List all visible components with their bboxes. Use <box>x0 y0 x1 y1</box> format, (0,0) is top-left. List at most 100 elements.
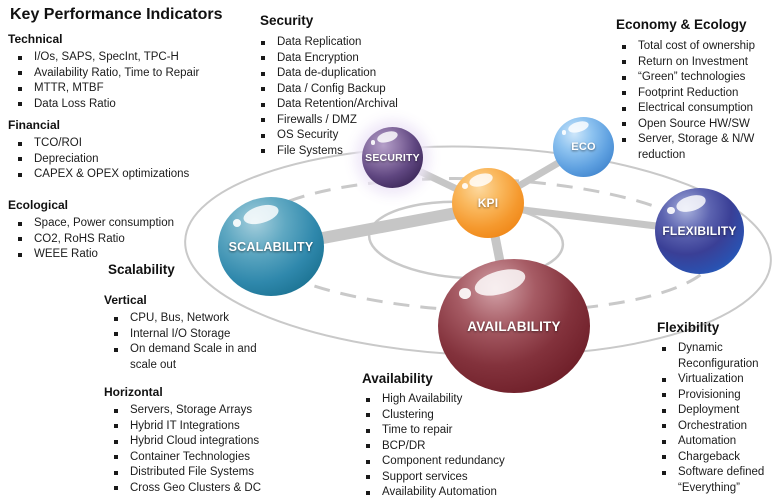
bullet-square-icon <box>261 118 265 122</box>
sphere-highlight-dot <box>462 183 468 189</box>
panel-scalability-vertical: Vertical CPU, Bus, Network Internal I/O … <box>104 293 260 373</box>
list-item: Electrical consumption <box>612 101 780 117</box>
list-item: Dynamic Reconfiguration <box>652 341 782 372</box>
list-item: Footprint Reduction <box>612 86 780 102</box>
sphere-highlight-dot <box>459 288 472 300</box>
bullet-square-icon <box>18 237 22 241</box>
list-item: CAPEX & OPEX optimizations <box>8 167 198 183</box>
list-item: Firewalls / DMZ <box>251 113 421 129</box>
bullet-square-icon <box>114 470 118 475</box>
bullet-square-icon <box>662 408 666 413</box>
bullet-square-icon <box>114 424 118 428</box>
panel-financial-list: TCO/ROI Depreciation CAPEX & OPEX optimi… <box>8 136 198 183</box>
panel-vertical-heading: Vertical <box>104 293 147 307</box>
list-item: Time to repair <box>356 423 526 439</box>
list-item: Data Encryption <box>251 51 421 67</box>
list-item: Automation <box>652 434 782 450</box>
panel-flexibility: Dynamic Reconfiguration Virtualization P… <box>652 341 782 496</box>
sphere-highlight <box>674 191 709 215</box>
panel-economy-heading-wrap: Economy & Ecology <box>616 17 747 38</box>
panel-ecological-heading: Ecological <box>8 198 69 212</box>
panel-security-heading-wrap: Security <box>260 13 313 34</box>
bullet-square-icon <box>18 86 22 91</box>
bullet-square-icon <box>622 75 626 80</box>
sphere-highlight <box>472 264 529 301</box>
bullet-square-icon <box>366 397 370 402</box>
bullet-square-icon <box>366 444 370 448</box>
bullet-square-icon <box>366 413 370 417</box>
security-sphere-label: SECURITY <box>365 151 420 164</box>
list-item: TCO/ROI <box>8 136 198 152</box>
list-item: Availability Ratio, Time to Repair <box>8 66 223 82</box>
list-item: On demand Scale in and scale out <box>104 342 260 373</box>
bullet-square-icon <box>261 133 265 138</box>
eco-sphere-label: ECO <box>571 141 596 153</box>
panel-security: Data Replication Data Encryption Data de… <box>251 35 421 159</box>
list-item: Provisioning <box>652 388 782 404</box>
sphere-highlight-dot <box>667 206 675 214</box>
list-item: OS Security <box>251 128 421 144</box>
bullet-square-icon <box>366 428 370 433</box>
list-item: Orchestration <box>652 419 782 435</box>
list-item: Hybrid IT Integrations <box>104 419 269 435</box>
security-sphere: SECURITY <box>362 127 423 188</box>
bullet-square-icon <box>622 60 626 64</box>
list-item: Space, Power consumption <box>8 216 188 232</box>
list-item: Return on Investment <box>612 55 780 71</box>
bullet-square-icon <box>261 40 265 45</box>
bullet-square-icon <box>622 137 626 142</box>
bullet-square-icon <box>662 439 666 444</box>
panel-technical-heading: Technical <box>8 32 63 46</box>
list-item: Internal I/O Storage <box>104 327 260 343</box>
sphere-highlight <box>241 201 282 228</box>
panel-availability-heading: Availability <box>362 371 433 386</box>
panel-availability-list: High Availability Clustering Time to rep… <box>356 392 526 501</box>
bullet-square-icon <box>662 377 666 382</box>
panel-ecological-list: Space, Power consumption CO2, RoHS Ratio… <box>8 216 188 263</box>
panel-availability: High Availability Clustering Time to rep… <box>356 392 526 501</box>
panel-financial: Financial TCO/ROI Depreciation CAPEX & O… <box>8 118 198 183</box>
list-item: Total cost of ownership <box>612 39 780 55</box>
list-item: MTTR, MTBF <box>8 81 223 97</box>
kpi-sphere-label: KPI <box>477 196 499 210</box>
panel-horizontal-heading: Horizontal <box>104 385 163 399</box>
bullet-square-icon <box>261 56 265 60</box>
panel-flexibility-heading-wrap: Flexibility <box>657 320 719 341</box>
panel-flexibility-heading: Flexibility <box>657 320 720 335</box>
list-item: Chargeback <box>652 450 782 466</box>
bullet-square-icon <box>622 122 626 126</box>
bullet-square-icon <box>18 172 22 177</box>
list-item: Data / Config Backup <box>251 82 421 98</box>
bullet-square-icon <box>662 346 666 351</box>
flexibility-sphere-label: FLEXIBILITY <box>662 224 737 238</box>
list-item: Data Loss Ratio <box>8 97 223 113</box>
list-item: Server, Storage & N/W reduction <box>612 132 780 163</box>
bullet-square-icon <box>622 106 626 111</box>
bullet-square-icon <box>18 157 22 161</box>
list-item: CO2, RoHS Ratio <box>8 232 188 248</box>
bullet-square-icon <box>622 44 626 49</box>
bullet-square-icon <box>261 87 265 91</box>
list-item: High Availability <box>356 392 526 408</box>
sphere-highlight <box>375 129 399 146</box>
list-item: Virtualization <box>652 372 782 388</box>
bullet-square-icon <box>662 424 666 428</box>
panel-technical-list: I/Os, SAPS, SpecInt, TPC-H Availability … <box>8 50 223 112</box>
list-item: Software defined “Everything” <box>652 465 782 496</box>
bullet-square-icon <box>662 393 666 397</box>
bullet-square-icon <box>114 486 118 490</box>
bullet-square-icon <box>18 141 22 146</box>
list-item: Distributed File Systems <box>104 465 269 481</box>
bullet-square-icon <box>18 71 22 75</box>
bullet-square-icon <box>261 71 265 76</box>
bullet-square-icon <box>662 455 666 459</box>
bullet-square-icon <box>18 102 22 106</box>
list-item: Data Retention/Archival <box>251 97 421 113</box>
bullet-square-icon <box>366 490 370 495</box>
bullet-square-icon <box>114 439 118 444</box>
panel-economy-heading: Economy & Ecology <box>616 17 747 32</box>
availability-sphere-label: AVAILABILITY <box>467 318 561 334</box>
list-item: Availability Automation <box>356 485 526 501</box>
list-item: Clustering <box>356 408 526 424</box>
